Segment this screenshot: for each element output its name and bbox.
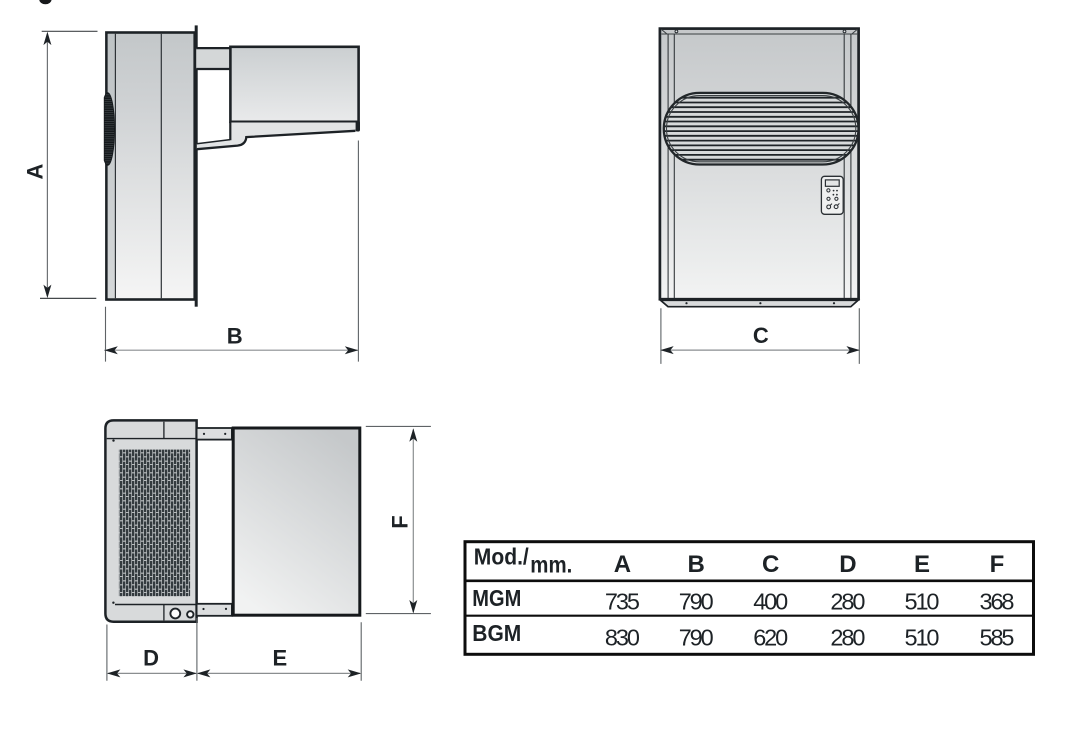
- svg-text:mm.: mm.: [530, 552, 572, 578]
- svg-text:D: D: [143, 646, 159, 671]
- svg-text:F: F: [387, 515, 412, 528]
- svg-text:A: A: [614, 551, 631, 578]
- svg-text:MGM: MGM: [472, 585, 521, 611]
- svg-text:E: E: [914, 551, 930, 578]
- svg-text:B: B: [227, 323, 243, 348]
- svg-text:D: D: [839, 551, 856, 578]
- svg-text:510: 510: [905, 588, 940, 614]
- svg-text:280: 280: [830, 624, 865, 650]
- svg-text:BGM: BGM: [472, 620, 521, 646]
- svg-text:Mod./: Mod./: [474, 544, 530, 570]
- svg-text:735: 735: [605, 588, 640, 614]
- svg-text:400: 400: [753, 588, 788, 614]
- svg-text:790: 790: [679, 624, 714, 650]
- svg-text:830: 830: [605, 624, 640, 650]
- svg-text:510: 510: [905, 624, 940, 650]
- svg-text:B: B: [688, 551, 705, 578]
- svg-text:280: 280: [830, 588, 865, 614]
- svg-text:F: F: [990, 551, 1005, 578]
- svg-text:A: A: [23, 163, 48, 179]
- svg-text:585: 585: [980, 624, 1015, 650]
- svg-text:620: 620: [753, 624, 788, 650]
- svg-text:C: C: [762, 551, 779, 578]
- svg-text:368: 368: [980, 588, 1015, 614]
- svg-text:E: E: [272, 646, 287, 671]
- svg-text:790: 790: [679, 588, 714, 614]
- svg-text:C: C: [753, 323, 769, 348]
